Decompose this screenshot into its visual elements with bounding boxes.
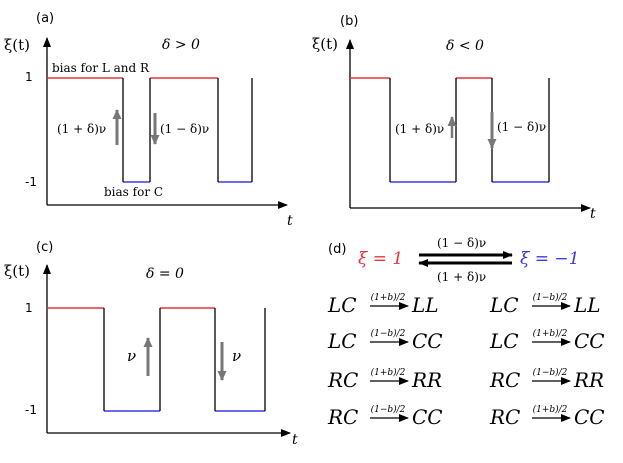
rate-up-label: (1 + δ)ν [395, 122, 444, 136]
tick-top: 1 [25, 301, 33, 315]
annotation-high: bias for L and R [52, 61, 150, 75]
panel-d: (d) ξ = 1 ξ = −1 (1 − δ)ν (1 + δ)ν LC (1+… [327, 236, 605, 429]
rate-forward-label: (1 − δ)ν [437, 236, 486, 250]
reaction-reactant: RC [327, 368, 358, 392]
reaction-product: CC [412, 405, 443, 429]
reaction-reactant: LC [489, 329, 519, 353]
panel-b-label: (b) [340, 14, 358, 29]
reaction-product: CC [574, 329, 605, 353]
state-plus: ξ = 1 [358, 249, 403, 269]
reaction-rate: (1+b)/2 [533, 404, 568, 415]
reaction-rate: (1+b)/2 [371, 292, 406, 303]
reaction-rate: (1+b)/2 [371, 367, 406, 378]
x-axis-label: t [287, 213, 293, 229]
reaction-product: RR [411, 368, 442, 392]
condition-label: δ < 0 [446, 38, 484, 54]
condition-label: δ > 0 [162, 37, 200, 53]
state-minus: ξ = −1 [520, 249, 579, 269]
y-axis-label: ξ(t) [312, 35, 338, 53]
tick-top: 1 [25, 70, 33, 84]
panel-b: (b) ξ(t) t δ < 0 (1 + δ)ν (1 − δ)ν [312, 14, 596, 222]
condition-label: δ = 0 [146, 266, 184, 282]
rate-down-label: (1 − δ)ν [160, 122, 209, 136]
reaction-rate: (1−b)/2 [371, 328, 406, 339]
annotation-low: bias for C [104, 185, 163, 199]
rate-down-label: (1 − δ)ν [497, 120, 546, 134]
reaction-reactant: RC [489, 368, 520, 392]
panel-c: (c) ξ(t) t 1 -1 δ = 0 ν ν [4, 240, 298, 448]
y-axis-label: ξ(t) [4, 262, 30, 280]
reaction-reactant: LC [327, 329, 357, 353]
reaction-reactant: LC [327, 293, 357, 317]
rate-backward-label: (1 + δ)ν [437, 270, 486, 284]
x-axis-label: t [590, 206, 596, 222]
reaction-product: CC [412, 329, 443, 353]
panel-c-label: (c) [36, 240, 53, 255]
reaction-product: LL [573, 293, 601, 317]
reaction-product: CC [574, 405, 605, 429]
reaction-rate: (1−b)/2 [533, 367, 568, 378]
reaction-product: RR [573, 368, 604, 392]
y-axis-label: ξ(t) [4, 36, 30, 54]
tick-bottom: -1 [25, 403, 37, 417]
panel-a-label: (a) [36, 11, 54, 26]
rate-up-label: (1 + δ)ν [57, 122, 106, 136]
reaction-rate: (1−b)/2 [533, 292, 568, 303]
panel-d-label: (d) [328, 242, 346, 257]
x-axis-label: t [292, 432, 298, 448]
signal-trace [47, 77, 253, 183]
reaction-product: LL [411, 293, 439, 317]
reaction-reactant: RC [489, 405, 520, 429]
reaction-rate: (1+b)/2 [533, 328, 568, 339]
rate-up-label: ν [127, 347, 136, 365]
reaction-reactant: RC [327, 405, 358, 429]
signal-trace [350, 77, 550, 183]
tick-bottom: -1 [25, 175, 37, 189]
reaction-rate: (1−b)/2 [371, 404, 406, 415]
signal-trace [47, 307, 266, 412]
panel-a: (a) ξ(t) t 1 -1 δ > 0 bias for L and R b… [4, 11, 293, 229]
reaction-reactant: LC [489, 293, 519, 317]
rate-down-label: ν [232, 347, 241, 365]
